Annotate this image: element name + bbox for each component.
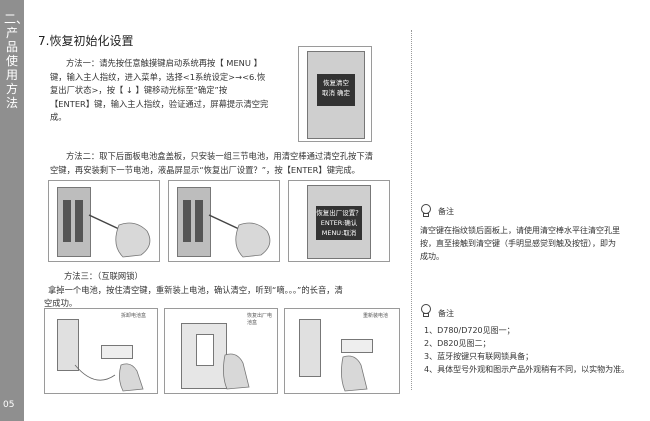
lcd-screen: 恢复清空 取消 确定: [317, 74, 355, 106]
note1-title: 备注: [438, 207, 454, 216]
note1-text: 清空键在指纹锁后面板上，请使用清空棒水平往清空孔里 按，直至接触到清空键（手明显…: [420, 224, 645, 263]
note1-line: 清空键在指纹锁后面板上，请使用清空棒水平往清空孔里: [420, 226, 620, 235]
chapter-title: 二、产品使用方法: [4, 12, 29, 110]
method3-text: 方法三：（互联网锁） 拿掉一个电池，按住清空键，重新装上电池，确认清空，听到“嘀…: [44, 270, 409, 311]
battery-icon: [183, 200, 191, 242]
method3-line: 空成功。: [44, 298, 78, 308]
lock-screen-figure-1: 恢复清空 取消 确定: [298, 46, 372, 142]
note2-item: 4、具体型号外观和图示产品外观稍有不同，以实物为准。: [424, 365, 630, 374]
lcd-screen: 恢复出厂设置？ ENTER:确认 MENU:取消: [316, 206, 362, 240]
battery-box: [101, 345, 133, 359]
lightbulb-icon: [420, 304, 432, 321]
method2-line: 方法二：取下后面板电池盒盖板，只安装一组三节电池，用清空棒通过清空孔按下清: [66, 151, 373, 161]
figure-caption: 重新装电池: [363, 313, 389, 319]
lock-body: 恢复出厂设置？ ENTER:确认 MENU:取消: [307, 185, 371, 259]
method1-line: 复出厂状态>，按【 ↓ 】键移动光标至“确定”按: [50, 85, 228, 95]
lightbulb-icon: [420, 204, 432, 221]
battery-icon: [195, 200, 203, 242]
hand-pressing-icon: [74, 363, 144, 392]
lcd-line: ENTER:确认: [320, 219, 358, 227]
figure-caption: 拆卸电池盒: [121, 313, 147, 319]
battery-figure-1: [48, 180, 160, 262]
note2-title: 备注: [438, 309, 454, 318]
hand-pressing-icon: [223, 353, 250, 390]
method1-line: 键，输入主人指纹，进入菜单，选择<1系统设定>→<6.恢: [50, 71, 266, 82]
lcd-line: MENU:取消: [321, 229, 357, 237]
lock-body: [299, 319, 321, 377]
method2-line: 空键，再安装剩下一节电池，液晶屏显示“恢复出厂设置？”，按【ENTER】键完成。: [50, 164, 360, 175]
lcd-line: 恢复出厂设置？: [316, 209, 362, 217]
reset-figure-2: 恢复出厂电池盒: [164, 308, 278, 394]
note1-line: 成功。: [420, 252, 444, 261]
note2-item: 1、D780/D720见图一；: [424, 326, 515, 335]
hand-with-pin-icon: [208, 214, 271, 258]
battery-compartment: [177, 187, 211, 257]
page-number: 05: [3, 400, 15, 410]
lock-screen-figure-2: 恢复出厂设置？ ENTER:确认 MENU:取消: [288, 180, 390, 262]
method3-line: 拿掉一个电池，按住清空键，重新装上电池，确认清空，听到“嘀。。。”的长音，清: [48, 284, 343, 295]
method1-line: 方法一：请先按任意触摸键启动系统再按【 MENU 】: [66, 58, 262, 68]
note2-item: 3、蓝牙按键只有联网锁具备；: [424, 352, 534, 361]
method1-line: 【ENTER】键，输入主人指纹，验证通过，屏幕提示清空完: [50, 98, 269, 109]
column-divider: [411, 30, 412, 390]
note1-line: 按，直至接触到清空键（手明显感觉到触及按钮），即为: [420, 239, 616, 248]
note2-item: 2、D820见图二；: [424, 339, 491, 348]
hand-pressing-icon: [341, 355, 368, 392]
lock-body: 恢复清空 取消 确定: [307, 51, 365, 139]
hand-with-pin-icon: [88, 214, 151, 258]
battery-figure-2: [168, 180, 280, 262]
lock-body: [57, 319, 79, 371]
method1-text: 方法一：请先按任意触摸键启动系统再按【 MENU 】 键，输入主人指纹，进入菜单…: [50, 57, 280, 125]
note2-list: 1、D780/D720见图一； 2、D820见图二； 3、蓝牙按键只有联网锁具备…: [424, 324, 648, 376]
battery-icon: [75, 200, 83, 242]
battery-compartment: [57, 187, 91, 257]
method3-line: 方法三：（互联网锁）: [64, 271, 143, 281]
battery-icon: [63, 200, 71, 242]
method1-line: 成。: [50, 112, 67, 122]
battery-box: [196, 334, 214, 366]
lcd-line: 恢复清空: [323, 79, 349, 87]
battery-box: [341, 339, 373, 353]
reset-figure-1: 拆卸电池盒: [44, 308, 158, 394]
section-title: 7.恢复初始化设置: [38, 34, 134, 48]
reset-figure-3: 重新装电池: [284, 308, 400, 394]
figure-caption: 恢复出厂电池盒: [247, 313, 273, 326]
chapter-sidebar: [0, 0, 24, 421]
method2-text: 方法二：取下后面板电池盒盖板，只安装一组三节电池，用清空棒通过清空孔按下清 空键…: [50, 150, 410, 177]
lcd-line: 取消 确定: [321, 89, 351, 97]
